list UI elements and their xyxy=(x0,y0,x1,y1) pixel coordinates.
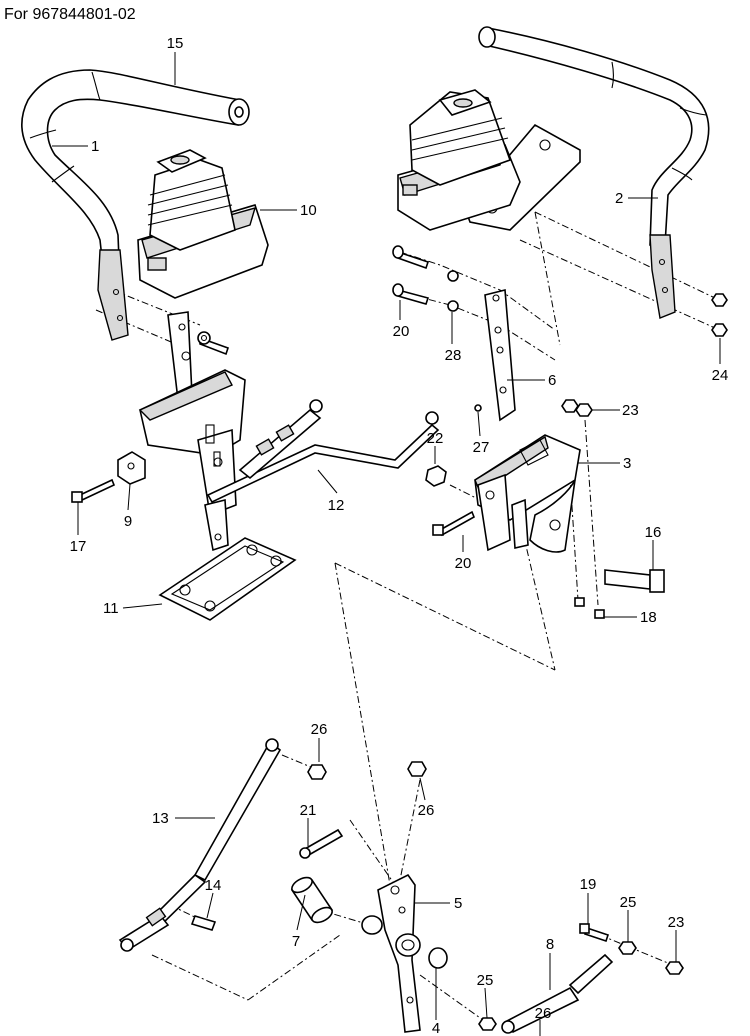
callout-26-lower: 26 xyxy=(535,1005,552,1022)
callout-5: 5 xyxy=(454,895,462,912)
callout-10: 10 xyxy=(300,202,317,219)
callout-16: 16 xyxy=(645,524,662,541)
callout-20-upper: 20 xyxy=(393,323,410,340)
pin-21 xyxy=(299,828,344,859)
diagram-header-title: For 967844801-02 xyxy=(4,6,136,23)
callout-14: 14 xyxy=(205,877,222,894)
callout-7: 7 xyxy=(292,933,300,950)
callout-18: 18 xyxy=(640,609,657,626)
callout-11: 11 xyxy=(103,600,119,617)
callout-28: 28 xyxy=(445,347,462,364)
fasteners-right-upper xyxy=(392,245,728,337)
control-bracket-left xyxy=(71,311,246,552)
bushing-7 xyxy=(290,876,334,924)
callout-17: 17 xyxy=(70,538,87,555)
handle-bar-left xyxy=(21,69,250,341)
callout-19: 19 xyxy=(580,876,597,893)
callout-3: 3 xyxy=(623,455,631,472)
control-bracket-right xyxy=(425,399,665,619)
shift-boot-right xyxy=(397,89,581,231)
callout-8: 8 xyxy=(546,936,554,953)
callout-25-lower: 25 xyxy=(477,972,494,989)
shift-lever-right xyxy=(474,288,516,422)
callout-26-middle: 26 xyxy=(418,802,435,819)
shift-rod xyxy=(206,399,440,504)
callout-labels: 15 1 10 2 20 28 24 6 23 22 27 3 12 9 17 … xyxy=(70,35,729,1036)
callout-12: 12 xyxy=(328,497,345,514)
pivot-lever xyxy=(361,873,448,1033)
callout-2: 2 xyxy=(615,190,623,207)
callout-9: 9 xyxy=(124,513,132,530)
callout-21: 21 xyxy=(300,802,317,819)
gas-spring xyxy=(478,923,684,1034)
callout-26-upper: 26 xyxy=(311,721,328,738)
callout-25-right: 25 xyxy=(620,894,637,911)
shift-boot-left xyxy=(137,149,269,299)
leader-lines xyxy=(52,52,721,1036)
callout-27: 27 xyxy=(473,439,490,456)
callout-15: 15 xyxy=(167,35,184,52)
link-rod-lower xyxy=(118,738,427,952)
callout-4: 4 xyxy=(432,1020,440,1036)
callout-23-lower: 23 xyxy=(668,914,685,931)
callout-6: 6 xyxy=(548,372,556,389)
callout-1: 1 xyxy=(91,138,99,155)
callout-23-upper: 23 xyxy=(622,402,639,419)
gasket-plate xyxy=(158,537,297,621)
callout-24: 24 xyxy=(712,367,729,384)
handle-bar-right xyxy=(478,26,710,319)
callout-13: 13 xyxy=(152,810,169,827)
callout-22: 22 xyxy=(427,430,444,447)
callout-20-lower: 20 xyxy=(455,555,472,572)
